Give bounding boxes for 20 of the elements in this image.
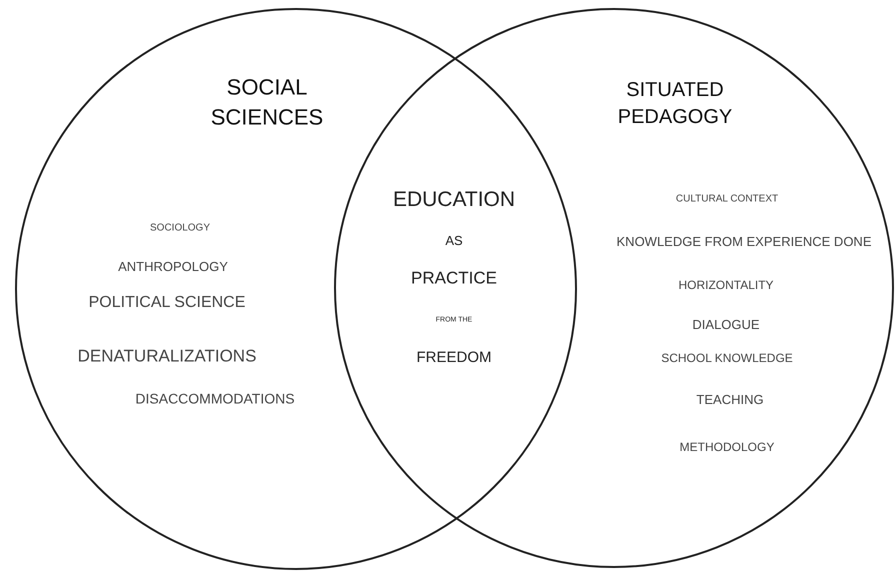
topic-label: HORIZONTALITY (678, 276, 774, 294)
overlap-label: AS (445, 232, 463, 250)
venn-circle (334, 8, 894, 568)
topic-label: SOCIOLOGY (150, 221, 210, 235)
venn-circle (15, 8, 577, 570)
topic-label: METHODOLOGY (680, 438, 774, 456)
topic-label: POLITICAL SCIENCE (88, 293, 246, 314)
topic-label: KNOWLEDGE FROM EXPERIENCE DONE (616, 233, 872, 251)
circle-heading: SOCIAL SCIENCES (210, 73, 324, 131)
topic-label: TEACHING (696, 391, 764, 409)
circle-heading: SITUATED PEDAGOGY (616, 78, 734, 130)
topic-label: SCHOOL KNOWLEDGE (661, 350, 793, 366)
topic-label: DISACCOMMODATIONS (135, 390, 295, 408)
overlap-label: EDUCATION (392, 186, 516, 213)
topic-label: ANTHROPOLOGY (118, 258, 228, 276)
overlap-label: FREEDOM (416, 348, 492, 368)
overlap-label: PRACTICE (411, 268, 497, 290)
topic-label: DENATURALIZATIONS (78, 346, 256, 368)
topic-label: CULTURAL CONTEXT (676, 192, 778, 206)
topic-label: DIALOGUE (692, 316, 760, 334)
